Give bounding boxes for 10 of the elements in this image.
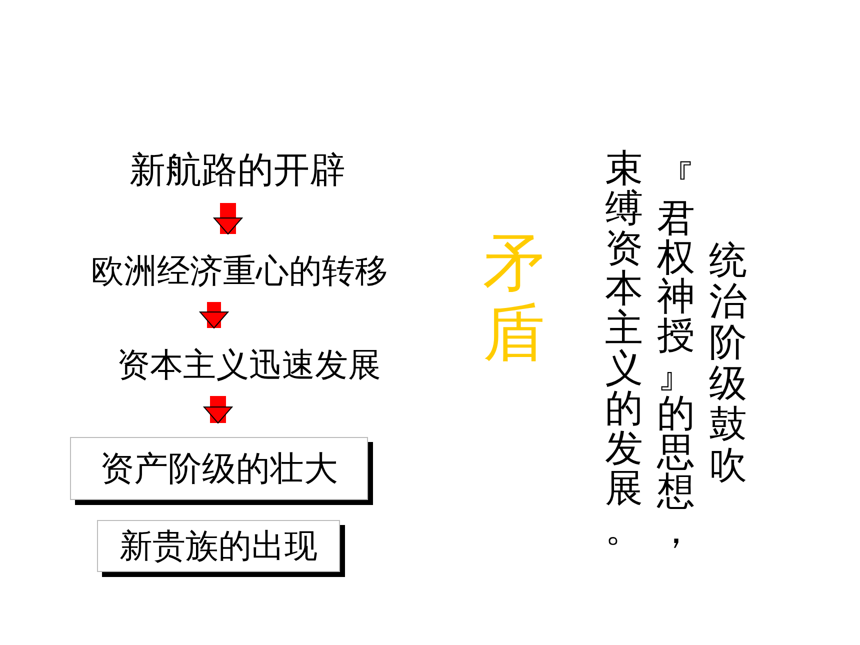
- step-text: 欧洲经济重心的转移: [62, 248, 417, 294]
- block-arrow: [204, 396, 232, 424]
- contradiction-label: 矛盾: [483, 228, 545, 368]
- block-arrow: [214, 203, 242, 234]
- vertical-text: 『君权神授』的思想，: [657, 160, 695, 550]
- block-arrow: [200, 302, 228, 328]
- vertical-text: 束缚资本主义的发展。: [605, 148, 643, 548]
- step-text: 新航路的开辟: [100, 145, 375, 195]
- step-text: 资本主义迅速发展: [90, 342, 408, 388]
- vertical-text: 统治阶级鼓吹: [709, 240, 747, 486]
